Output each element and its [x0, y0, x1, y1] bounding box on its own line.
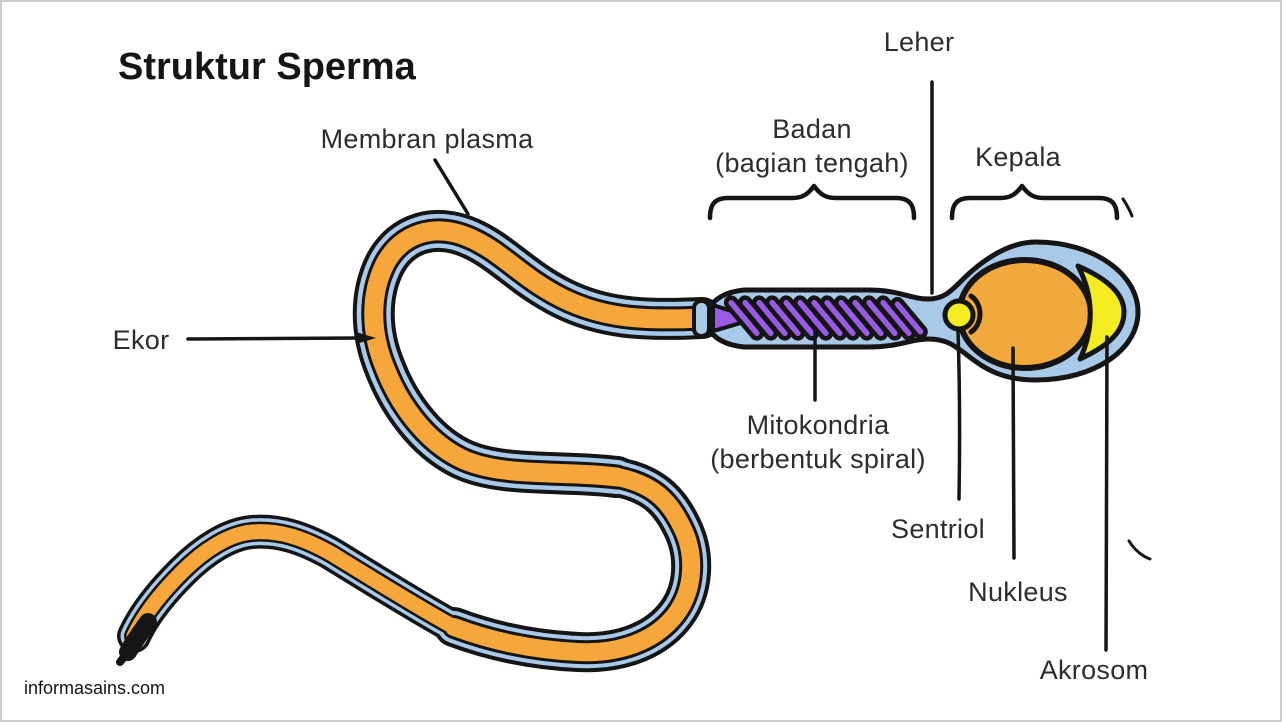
- annotations: [186, 80, 1152, 652]
- label-kepala: Kepala: [975, 142, 1061, 172]
- akrosom-leader: [1104, 335, 1109, 652]
- centriole-shape: [942, 298, 976, 332]
- membran-plasma-leader: [433, 158, 470, 216]
- tail-junction-collar: [692, 299, 711, 338]
- midpiece-and-head: [692, 239, 1141, 383]
- label-mitokondria-line2: (berbentuk spiral): [710, 444, 926, 474]
- label-badan-line1: Badan: [772, 114, 852, 144]
- label-leher: Leher: [883, 27, 955, 57]
- sentriol-leader: [956, 328, 962, 501]
- label-badan-line2: (bagian tengah): [715, 148, 909, 178]
- label-membran-plasma: Membran plasma: [320, 124, 534, 154]
- label-nukleus: Nukleus: [968, 577, 1068, 607]
- kepala-brace: [949, 183, 1120, 221]
- tail-tip: [116, 640, 137, 666]
- tail: [116, 231, 702, 666]
- label-ekor: Ekor: [112, 325, 170, 355]
- mitochondria-bar: [890, 296, 928, 340]
- label-mitokondria-line1: Mitokondria: [746, 410, 890, 440]
- watermark: informasains.com: [24, 678, 166, 698]
- label-badan: Badan (bagian tengah): [657, 112, 967, 180]
- nucleus-notch-arc: [968, 293, 983, 335]
- nukleus-leader: [1011, 346, 1016, 560]
- label-akrosom: Akrosom: [1039, 655, 1149, 685]
- page-title: Struktur Sperma: [118, 46, 416, 88]
- ekor-leader: [186, 336, 362, 341]
- label-mitokondria: Mitokondria (berbentuk spiral): [642, 408, 994, 476]
- label-sentriol: Sentriol: [891, 514, 985, 544]
- badan-brace: [707, 183, 917, 221]
- stray-mark: [1121, 197, 1134, 218]
- stray-mark: [1127, 539, 1152, 561]
- mitochondria-spiral: [723, 295, 928, 341]
- ekor-arrowhead: [356, 332, 376, 344]
